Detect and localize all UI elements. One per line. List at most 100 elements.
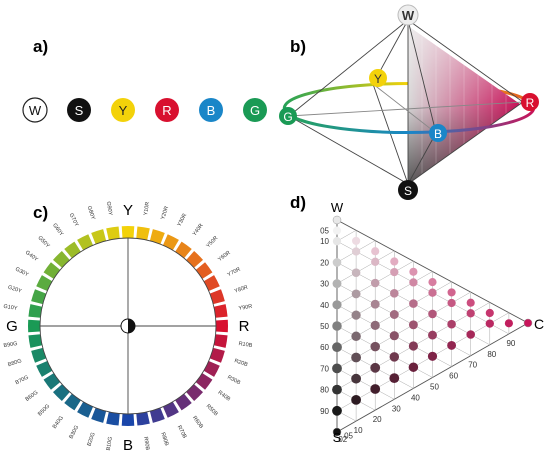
hue-segment [91, 407, 107, 423]
marker-s: S [398, 180, 418, 200]
nuance-sample [332, 300, 342, 310]
hue-segment [31, 347, 47, 363]
nuance-sample [428, 278, 437, 287]
swatch-b-label: B [207, 103, 216, 118]
hue-notation-label: Y40R [192, 223, 205, 238]
hue-segment [209, 347, 225, 363]
nuance-sample [351, 395, 361, 405]
hue-notation-label: R70B [176, 425, 188, 440]
nuance-sample [370, 384, 381, 394]
hue-segment [28, 304, 43, 318]
hue-notation-label: R80B [159, 432, 169, 447]
nuance-sample [447, 298, 456, 308]
nuance-sample [485, 319, 494, 328]
hue-segment [27, 319, 41, 333]
nuance-sample [390, 289, 399, 298]
blackness-tick: 30 [320, 280, 329, 289]
hue-notation-label: B80G [7, 358, 22, 368]
swatch-g [243, 98, 267, 122]
hue-segment [121, 413, 135, 427]
hue-segment [31, 289, 47, 305]
blackness-gridline [336, 368, 395, 400]
panel-a-label: a) [33, 37, 48, 56]
nuance-sample [352, 236, 361, 245]
hue-notation-label: Y10R [143, 201, 151, 216]
hue-notation-label: G80Y [86, 205, 96, 221]
hue-segment [77, 234, 94, 251]
swatch-s [67, 98, 91, 122]
nuance-sample [351, 268, 361, 278]
hue-notation-label: G90Y [105, 201, 113, 216]
hue-notation-label: G30Y [14, 266, 30, 278]
swatch-y [111, 98, 135, 122]
hue-notation-label: B50G [37, 403, 51, 417]
blackness-tick: 60 [320, 343, 329, 352]
marker-r-label: R [526, 96, 535, 110]
chromaticness-tick: 80 [487, 350, 496, 359]
hue-segment [36, 360, 53, 377]
nuance-sample [332, 405, 342, 416]
hue-segment [162, 234, 179, 251]
blackness-tick: 50 [320, 322, 329, 331]
nuance-sample [351, 310, 361, 320]
bipyramid-edges [288, 19, 524, 185]
swatch-w-label: W [29, 103, 42, 118]
chromaticness-tick: 10 [354, 426, 363, 435]
hue-notation-label: G10Y [3, 304, 18, 312]
panel-c-label: c) [33, 203, 48, 222]
nuance-sample [485, 308, 494, 318]
hue-notation-label: G40Y [24, 250, 39, 263]
nuance-sample [389, 373, 400, 383]
hue-segment [106, 411, 120, 426]
hue-notation-label: G70Y [68, 213, 80, 229]
hue-segment [43, 373, 61, 390]
whiteness-gridline [336, 250, 395, 284]
hue-segment [43, 262, 61, 279]
nuance-triangle: 0510203040506070809002051020304050607080… [320, 215, 533, 444]
hue-notation-label: Y90R [238, 304, 253, 312]
swatch-r-label: R [162, 103, 171, 118]
hue-notation-label: G20Y [7, 285, 23, 295]
chromaticness-tick: 50 [430, 383, 439, 392]
chromaticness-tick: 60 [449, 372, 458, 381]
hue-notation-label: Y50R [205, 235, 219, 249]
nuance-sample [466, 298, 475, 307]
marker-g: G [279, 107, 297, 125]
nuance-sample [389, 331, 399, 341]
swatch-r [155, 98, 179, 122]
hue-notation-label: B10G [106, 436, 114, 451]
vertex-s-dot [332, 427, 342, 437]
hue-notation-label: B70G [15, 375, 30, 387]
nuance-sample [332, 237, 342, 246]
nuance-sample [351, 352, 361, 363]
nuance-sample [447, 319, 456, 329]
hue-segment [28, 334, 43, 348]
nuance-sample [390, 267, 399, 277]
hue-segment [64, 241, 81, 259]
hue-segment [195, 373, 213, 390]
nuance-sample [351, 331, 361, 342]
hue-segment [149, 229, 165, 245]
nuance-sample [371, 247, 380, 256]
hue-segment [106, 226, 120, 241]
hue-segment [36, 275, 53, 292]
hue-notation-label: R20B [233, 358, 248, 368]
hue-notation-label: R50B [205, 403, 219, 417]
hue-notation-label: B20G [87, 432, 97, 447]
swatch-g-label: G [250, 103, 260, 118]
panel-d-label: d) [290, 193, 306, 212]
hue-notation-label: B40G [52, 415, 65, 430]
blackness-tick: 10 [320, 237, 329, 246]
vertex-w-label: W [331, 200, 344, 215]
blackness-tick: 90 [320, 407, 329, 416]
blackness-tick: 20 [320, 258, 329, 267]
panel-d: d) 0510203040506070809002051020304050607… [290, 193, 544, 445]
blackness-tick: 40 [320, 301, 329, 310]
hue-notation-label: Y60R [217, 250, 232, 263]
vertex-w-dot [332, 215, 342, 225]
vertex-s-label: S [333, 430, 342, 445]
hue-segment [209, 289, 225, 305]
hue-segment [52, 250, 70, 268]
marker-r: R [521, 93, 539, 111]
